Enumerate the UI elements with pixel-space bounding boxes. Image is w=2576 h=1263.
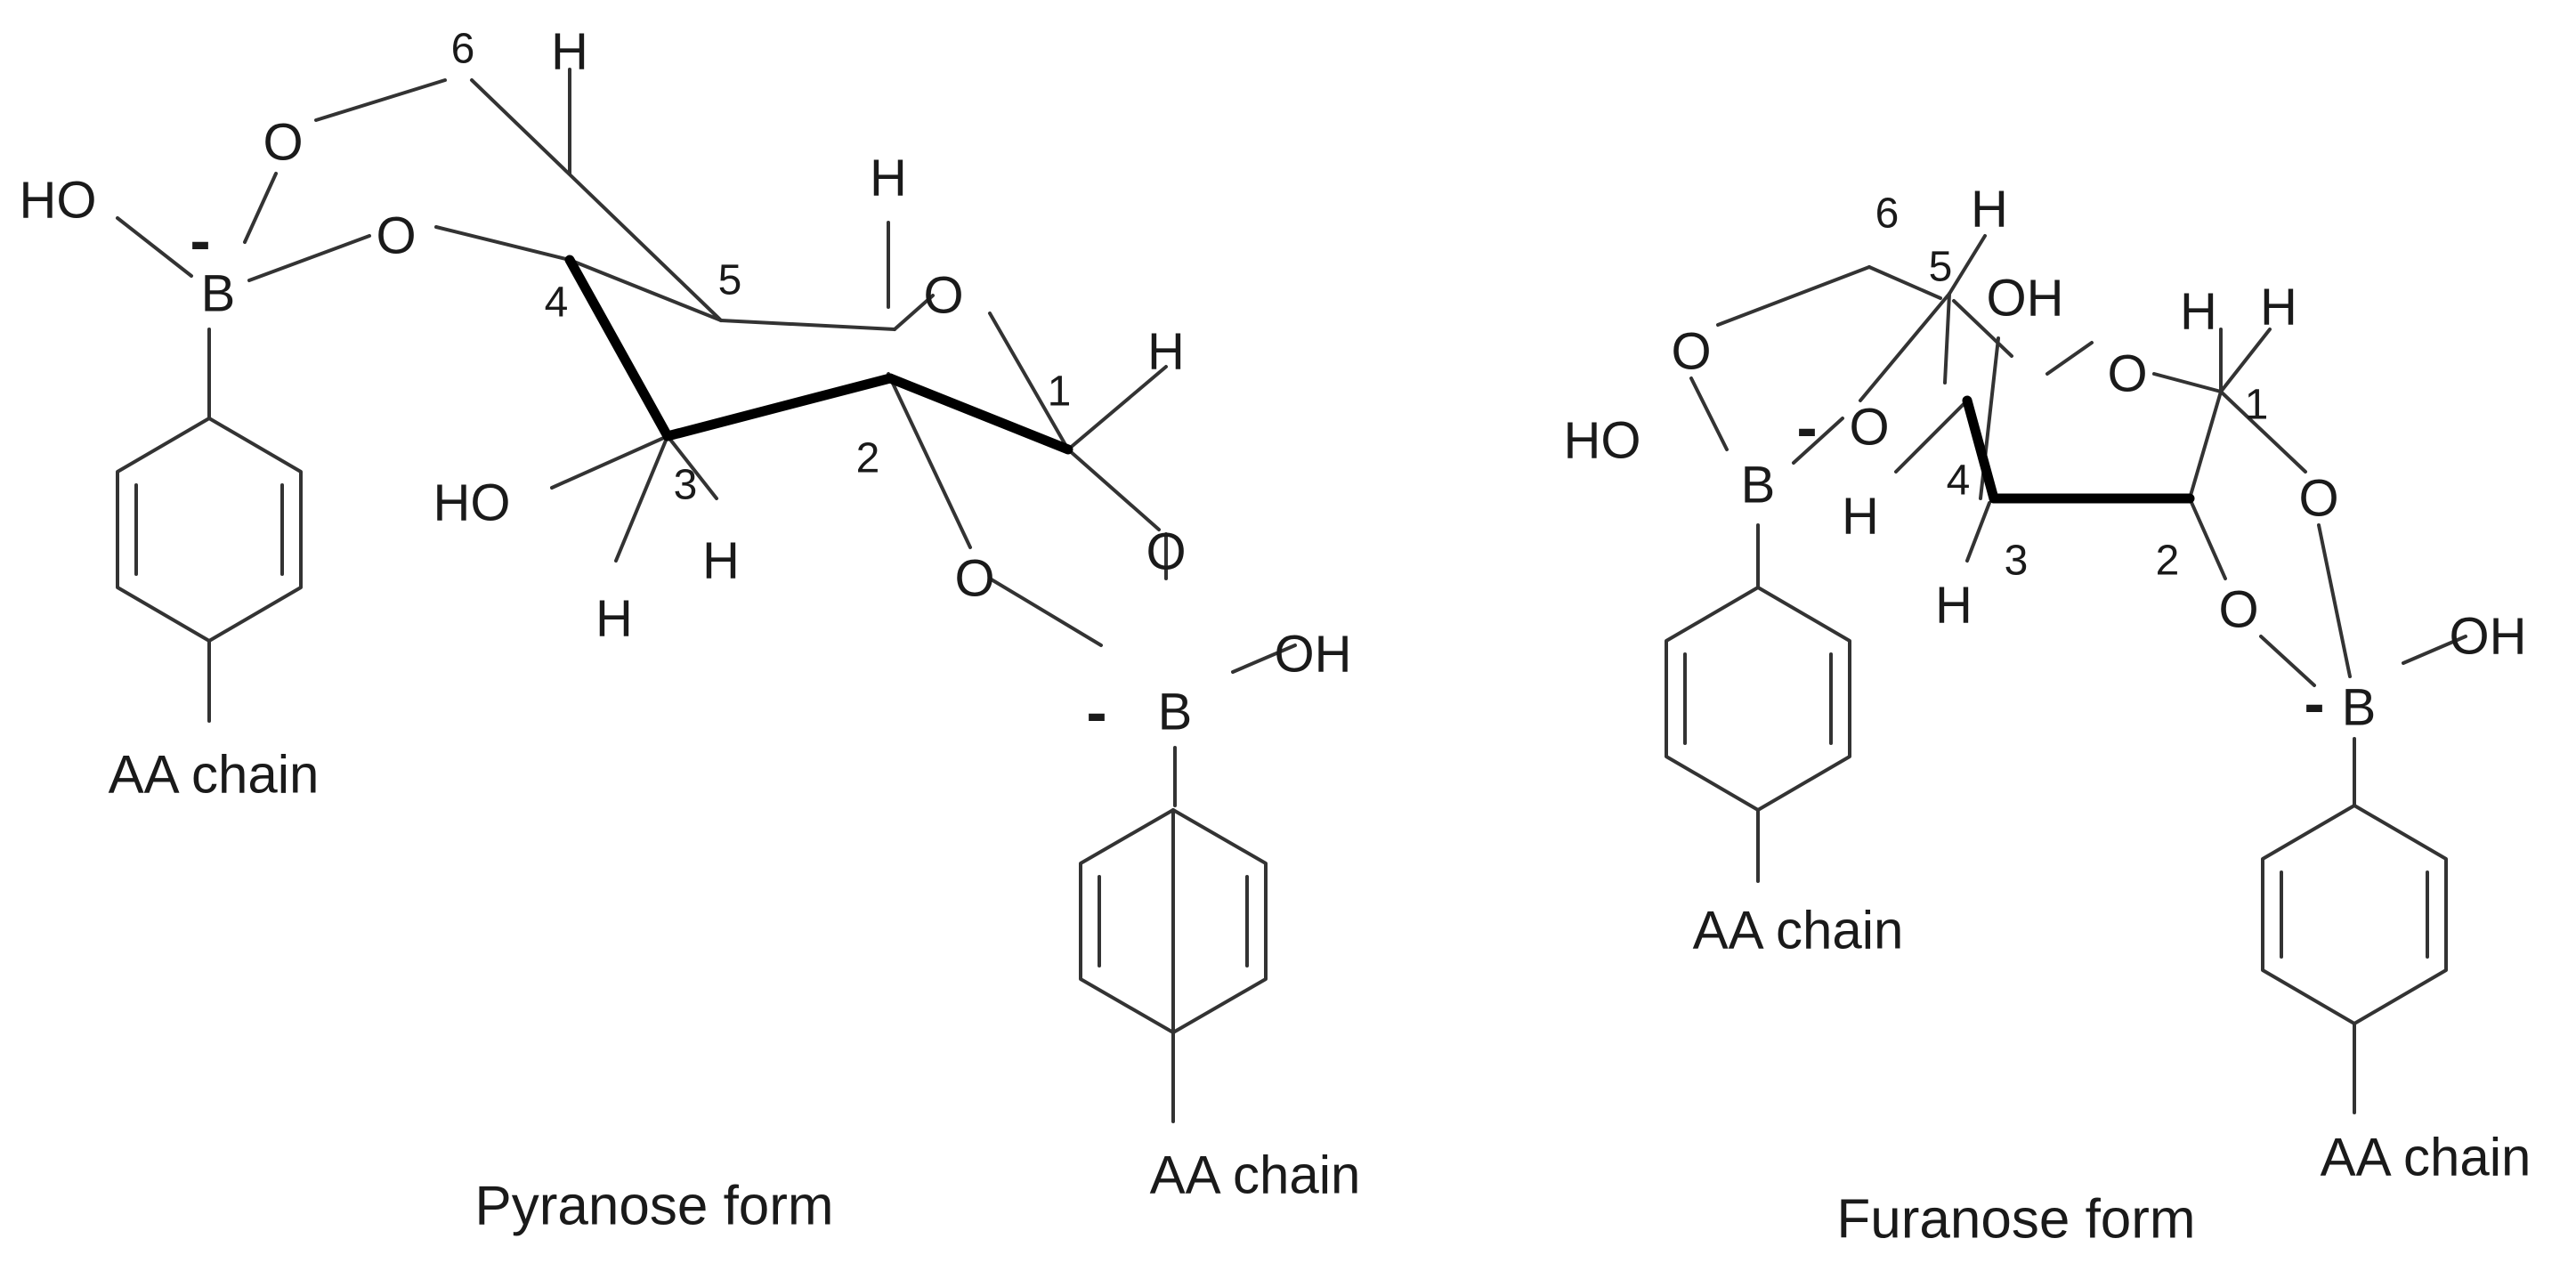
furanose-carbon-4-label: 4 xyxy=(1947,457,1971,505)
pyranose-oxygen-top: O xyxy=(263,114,303,172)
furanose-aa-chain-2: AA chain xyxy=(2321,1128,2531,1187)
pyranose-structure: HO - B O O 6 H 4 5 O H 1 H 2 3 HO H H O … xyxy=(20,23,1361,1237)
furanose-structure: 6 H 5 OH O O - HO B H 4 O H H 1 3 2 H O … xyxy=(1564,181,2531,1251)
furanose-h-c5: H xyxy=(1971,181,2008,239)
pyranose-h-top: H xyxy=(551,23,588,81)
pyranose-ring-oxygen: O xyxy=(923,267,963,325)
pyranose-boron-1: B xyxy=(201,265,236,323)
pyranose-caption: Pyranose form xyxy=(474,1176,833,1237)
pyranose-wedge-bond-c3-c2 xyxy=(662,373,895,441)
pyranose-carbon-3-label: 3 xyxy=(674,462,698,509)
pyranose-wedge-bond-c4-c3 xyxy=(564,255,673,441)
pyranose-charge-boron-1: - xyxy=(190,206,210,275)
furanose-ho-boron-1: HO xyxy=(1564,412,1641,470)
pyranose-boron-2: B xyxy=(1158,684,1193,741)
pyranose-carbon-4-label: 4 xyxy=(545,279,569,327)
pyranose-ho-boron-1: HO xyxy=(20,172,97,230)
furanose-bonds xyxy=(1689,234,2467,1114)
furanose-h-c1: H xyxy=(2260,279,2297,336)
pyranose-h-ring: H xyxy=(870,150,907,207)
furanose-ring-oxygen: O xyxy=(2107,345,2147,403)
furanose-charge-boron-2: - xyxy=(2304,668,2324,738)
pyranose-oxygen-boron-1: O xyxy=(376,207,416,265)
furanose-boron-1: B xyxy=(1741,457,1776,514)
furanose-h-c4: H xyxy=(1842,488,1879,546)
pyranose-h-c3: H xyxy=(595,590,633,648)
furanose-wedge-bond-c4-c3 xyxy=(1962,395,1999,504)
pyranose-phenyl-ring-2 xyxy=(1079,808,1268,1034)
furanose-carbon-1-label: 1 xyxy=(2245,382,2269,429)
pyranose-carbon-5-label: 5 xyxy=(718,257,742,304)
pyranose-aa-chain-1: AA chain xyxy=(109,745,320,805)
pyranose-bonds xyxy=(116,68,1297,1123)
furanose-oh-c4: OH xyxy=(1987,270,2064,328)
furanose-aa-chain-1: AA chain xyxy=(1693,901,1904,960)
pyranose-wedge-bond-c2-c1 xyxy=(885,373,1073,455)
furanose-carbon-3-label: 3 xyxy=(2005,538,2029,585)
furanose-oh-boron-2: OH xyxy=(2450,608,2527,666)
furanose-carbon-6-label: 6 xyxy=(1875,190,1900,238)
pyranose-carbon-6-label: 6 xyxy=(451,26,475,73)
furanose-carbon-2-label: 2 xyxy=(2156,538,2180,585)
pyranose-h-c1: H xyxy=(1147,323,1185,381)
furanose-charge-boron-1: - xyxy=(1796,393,1817,462)
furanose-caption: Furanose form xyxy=(1836,1189,2195,1251)
furanose-oxygen-c2: O xyxy=(2218,581,2258,639)
furanose-oxygen-c1: O xyxy=(2298,470,2338,528)
pyranose-carbon-2-label: 2 xyxy=(856,435,880,482)
pyranose-aa-chain-2: AA chain xyxy=(1150,1146,1361,1205)
pyranose-oxygen-c1: O xyxy=(1146,523,1186,581)
pyranose-ho-c3: HO xyxy=(433,474,511,532)
furanose-carbon-5-label: 5 xyxy=(1929,244,1953,291)
pyranose-charge-boron-2: - xyxy=(1086,677,1106,747)
furanose-oxygen-boron-1: O xyxy=(1849,399,1889,457)
pyranose-oxygen-c2: O xyxy=(954,550,994,608)
pyranose-oh-boron-2: OH xyxy=(1275,626,1352,684)
furanose-h-c3: H xyxy=(1935,577,1973,635)
furanose-phenyl-ring-1 xyxy=(1665,586,1851,812)
pyranose-phenyl-ring-1 xyxy=(116,417,303,643)
pyranose-carbon-1-label: 1 xyxy=(1048,368,1072,416)
furanose-phenyl-ring-2 xyxy=(2261,804,2448,1025)
furanose-h-c2: H xyxy=(2180,283,2217,341)
furanose-oxygen-left: O xyxy=(1671,323,1711,381)
pyranose-h-c3-lower: H xyxy=(702,532,740,590)
furanose-boron-2: B xyxy=(2342,679,2377,737)
